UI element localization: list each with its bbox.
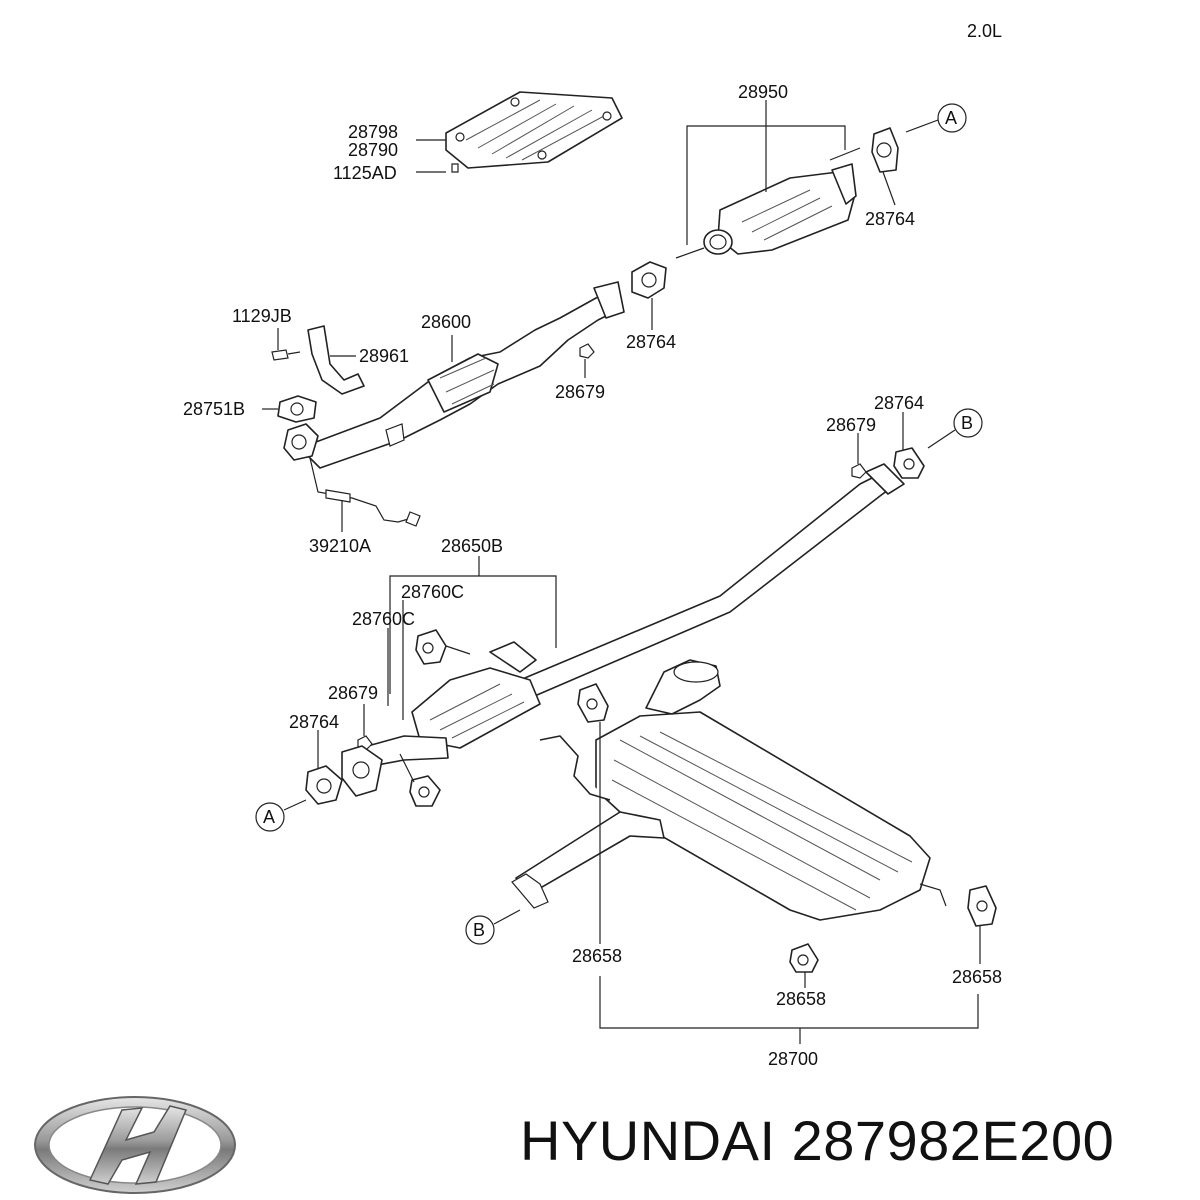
part-label-28600: 28600 (421, 312, 471, 332)
part-label-1129JB: 1129JB (232, 306, 292, 326)
ref-a-top: A (945, 108, 957, 128)
hanger-28658-1 (577, 683, 609, 723)
ref-a-bottom: A (263, 807, 275, 827)
part-label-28658-3: 28658 (952, 967, 1002, 987)
nut-28679-b (851, 463, 867, 479)
part-label-28790: 28790 (348, 140, 398, 160)
part-label-28961: 28961 (359, 346, 409, 366)
part-label-28658-1: 28658 (572, 946, 622, 966)
part-label-28760C-upper: 28760C (401, 582, 464, 602)
part-label-39210A: 39210A (309, 536, 371, 556)
nut-28679-front (579, 343, 595, 359)
part-label-28679-b: 28679 (826, 415, 876, 435)
part-label-28751B: 28751B (183, 399, 245, 419)
ref-b-bottom: B (473, 920, 485, 940)
rear-muffler (511, 659, 947, 921)
gasket-28751b (277, 395, 317, 423)
gasket-28764-front (631, 261, 667, 299)
part-label-28950: 28950 (738, 82, 788, 102)
hyundai-logo (34, 1096, 236, 1194)
part-label-28764-cat-front: 28764 (626, 332, 676, 352)
part-label-28764-cat-rear: 28764 (865, 209, 915, 229)
hanger-28760c-lower (409, 775, 441, 807)
part-label-28760C-lower: 28760C (352, 609, 415, 629)
center-pipe (519, 463, 905, 699)
part-label-28798: 28798 (348, 122, 398, 142)
hanger-28658-2 (789, 943, 819, 973)
front-pipe (283, 281, 625, 469)
part-label-1125AD: 1125AD (333, 163, 397, 183)
gasket-28764-a (305, 745, 383, 805)
part-label-28679-front: 28679 (555, 382, 605, 402)
part-label-28764-b: 28764 (874, 393, 924, 413)
gasket-28764-b (893, 447, 925, 479)
part-label-28679-a: 28679 (328, 683, 378, 703)
hanger-28658-3 (967, 885, 997, 927)
part-label-28764-a: 28764 (289, 712, 339, 732)
heat-shield (445, 91, 623, 173)
part-label-28650B: 28650B (441, 536, 503, 556)
part-label-28700: 28700 (768, 1049, 818, 1069)
gasket-28764-top (871, 127, 899, 173)
brand-part-number: HYUNDAI 287982E200 (520, 1109, 1115, 1172)
hanger-28760c-upper (415, 629, 471, 665)
ref-b-top: B (961, 413, 973, 433)
oxygen-sensor (309, 457, 421, 527)
part-label-28658-2: 28658 (776, 989, 826, 1009)
bracket-28961 (307, 325, 365, 395)
bolt-1129jb (271, 349, 301, 361)
catalytic-converter (675, 147, 861, 259)
center-muffler (345, 641, 541, 767)
engine-label: 2.0L (967, 21, 1002, 41)
